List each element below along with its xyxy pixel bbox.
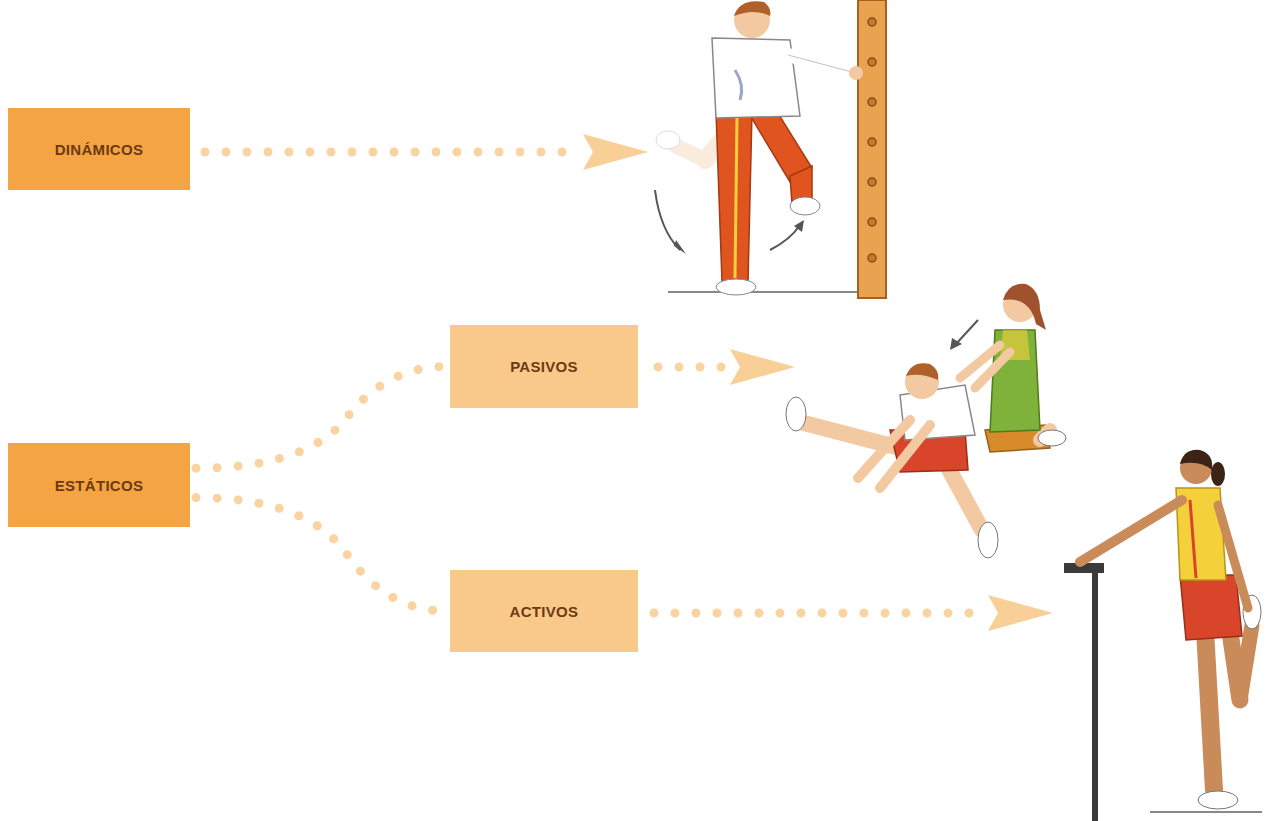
category-label: PASIVOS xyxy=(510,358,578,375)
dynamic-stretch-figure xyxy=(655,0,886,298)
dotted-connector xyxy=(196,367,446,469)
category-box: DINÁMICOS xyxy=(8,108,190,190)
category-label: ACTIVOS xyxy=(510,603,579,620)
arrow-head xyxy=(583,134,1053,631)
category-box: PASIVOS xyxy=(450,325,638,408)
passive-stretch-figure xyxy=(786,284,1066,558)
category-box: ACTIVOS xyxy=(450,570,638,652)
category-box: ESTÁTICOS xyxy=(8,443,190,527)
category-label: ESTÁTICOS xyxy=(55,477,144,494)
active-stretch-figure xyxy=(1064,450,1262,821)
dotted-connector xyxy=(196,498,446,611)
category-label: DINÁMICOS xyxy=(55,141,144,158)
